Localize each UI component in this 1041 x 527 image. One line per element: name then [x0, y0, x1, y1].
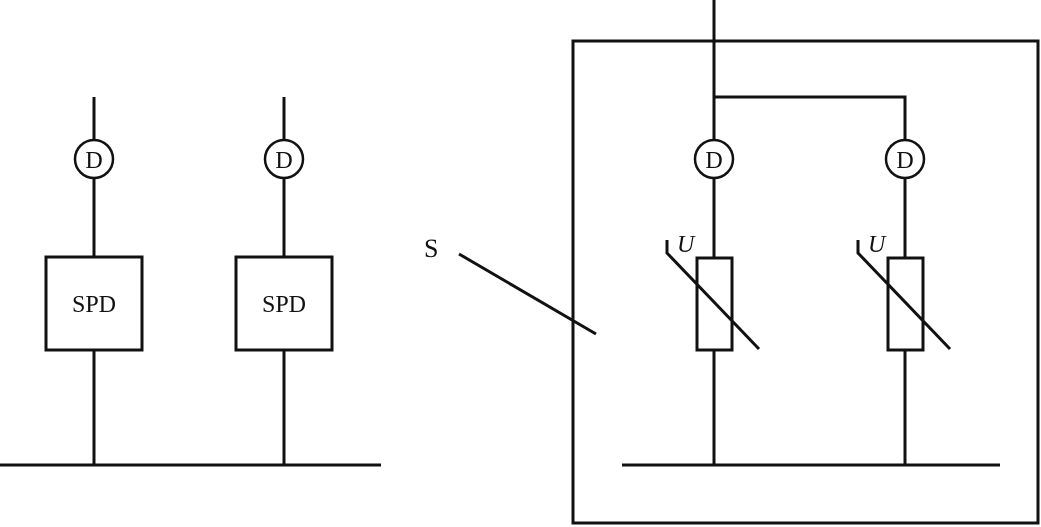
- left-branch-2: D SPD: [234, 97, 334, 465]
- detector-1-label: D: [85, 148, 102, 174]
- varistor-2-voltage-label: U: [868, 232, 887, 258]
- detector-2-label: D: [275, 148, 292, 174]
- detector-4-label: D: [896, 148, 913, 174]
- right-circuit: S D U D U: [424, 0, 1040, 525]
- varistor-1-voltage-label: U: [677, 232, 696, 258]
- pointer-label: S: [424, 234, 438, 263]
- enclosure-frame: [571, 39, 1040, 525]
- spd-box-2-label: SPD: [262, 292, 306, 318]
- left-circuit: D SPD D SPD: [0, 97, 381, 467]
- spd-box-1: [44, 255, 144, 352]
- spd-box-2: [234, 255, 334, 352]
- right-branch-1: D U: [665, 138, 761, 465]
- right-branch-2: D U: [856, 138, 952, 465]
- spd-box-1-label: SPD: [72, 292, 116, 318]
- pointer-line: [458, 252, 597, 336]
- varistor-2-slash-icon: [856, 240, 952, 351]
- varistor-1-slash-icon: [665, 240, 761, 351]
- detector-3-label: D: [705, 148, 722, 174]
- split-wire: [714, 95, 907, 140]
- left-branch-1: D SPD: [44, 97, 144, 465]
